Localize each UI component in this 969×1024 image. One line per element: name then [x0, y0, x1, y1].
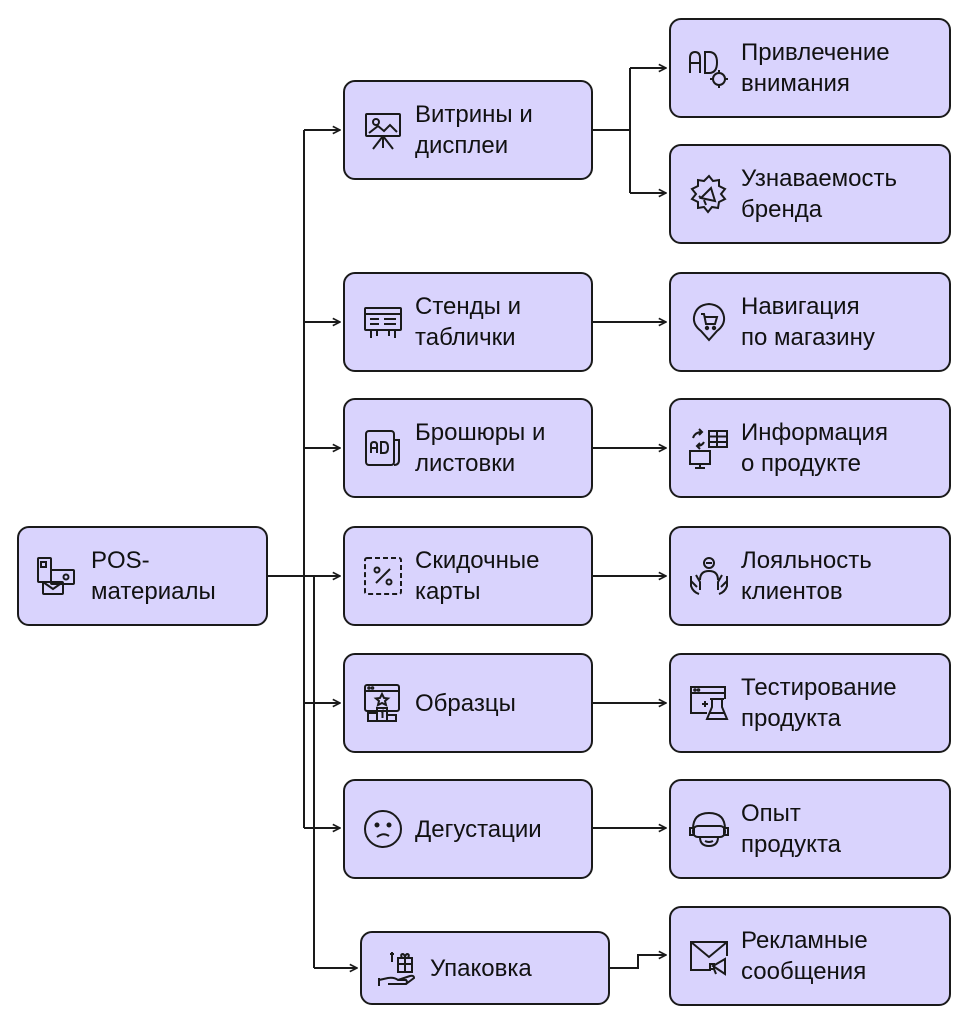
- store-location-icon: [685, 298, 733, 346]
- category-label: Образцы: [415, 689, 516, 717]
- outcome-label: Тестирование продукта: [741, 674, 897, 732]
- category-label: Стенды и таблички: [415, 293, 521, 351]
- outcome-label: Навигация по магазину: [741, 293, 875, 351]
- vr-experience-icon: [685, 805, 733, 853]
- category-node-brochures: Брошюры и листовки: [343, 398, 593, 498]
- category-node-discount-cards: Скидочные карты: [343, 526, 593, 626]
- product-testing-icon: [685, 679, 733, 727]
- megaphone-icon: [685, 170, 733, 218]
- outcome-node-product-testing: Тестирование продукта: [669, 653, 951, 753]
- category-label: Упаковка: [430, 954, 532, 982]
- packaging-hand-icon: [374, 944, 422, 992]
- outcome-label: Опыт продукта: [741, 800, 842, 858]
- stand-sign-icon: [359, 298, 407, 346]
- ad-message-icon: [685, 932, 733, 980]
- outcome-node-attention: Привлечение внимания: [669, 18, 951, 118]
- connector: [610, 955, 666, 969]
- category-node-packaging: Упаковка: [360, 931, 610, 1005]
- outcome-label: Привлечение внимания: [741, 39, 890, 97]
- samples-podium-icon: [359, 679, 407, 727]
- category-node-displays: Витрины и дисплеи: [343, 80, 593, 180]
- outcome-label: Лояльность клиентов: [741, 547, 872, 605]
- outcome-node-product-experience: Опыт продукта: [669, 779, 951, 879]
- ad-target-icon: [685, 44, 733, 92]
- category-label: Скидочные карты: [415, 547, 540, 605]
- brochure-ad-icon: [359, 424, 407, 472]
- outcome-label: Узнаваемость бренда: [741, 165, 898, 223]
- category-node-samples: Образцы: [343, 653, 593, 753]
- display-easel-icon: [359, 106, 407, 154]
- discount-card-icon: [359, 552, 407, 600]
- root-node: POS- материалы: [17, 526, 268, 626]
- outcome-label: Рекламные сообщения: [741, 927, 868, 985]
- root-label: POS- материалы: [91, 547, 216, 605]
- category-label: Витрины и дисплеи: [415, 101, 533, 159]
- outcome-node-brand-awareness: Узнаваемость бренда: [669, 144, 951, 244]
- pos-materials-icon: [33, 552, 81, 600]
- category-node-tastings: Дегустации: [343, 779, 593, 879]
- product-info-icon: [685, 424, 733, 472]
- outcome-node-store-navigation: Навигация по магазину: [669, 272, 951, 372]
- customer-loyalty-icon: [685, 552, 733, 600]
- outcome-node-product-info: Информация о продукте: [669, 398, 951, 498]
- outcome-node-ad-messages: Рекламные сообщения: [669, 906, 951, 1006]
- category-label: Дегустации: [415, 815, 542, 843]
- category-node-stands: Стенды и таблички: [343, 272, 593, 372]
- tasting-face-icon: [359, 805, 407, 853]
- outcome-label: Информация о продукте: [741, 419, 888, 477]
- outcome-node-customer-loyalty: Лояльность клиентов: [669, 526, 951, 626]
- category-label: Брошюры и листовки: [415, 419, 546, 477]
